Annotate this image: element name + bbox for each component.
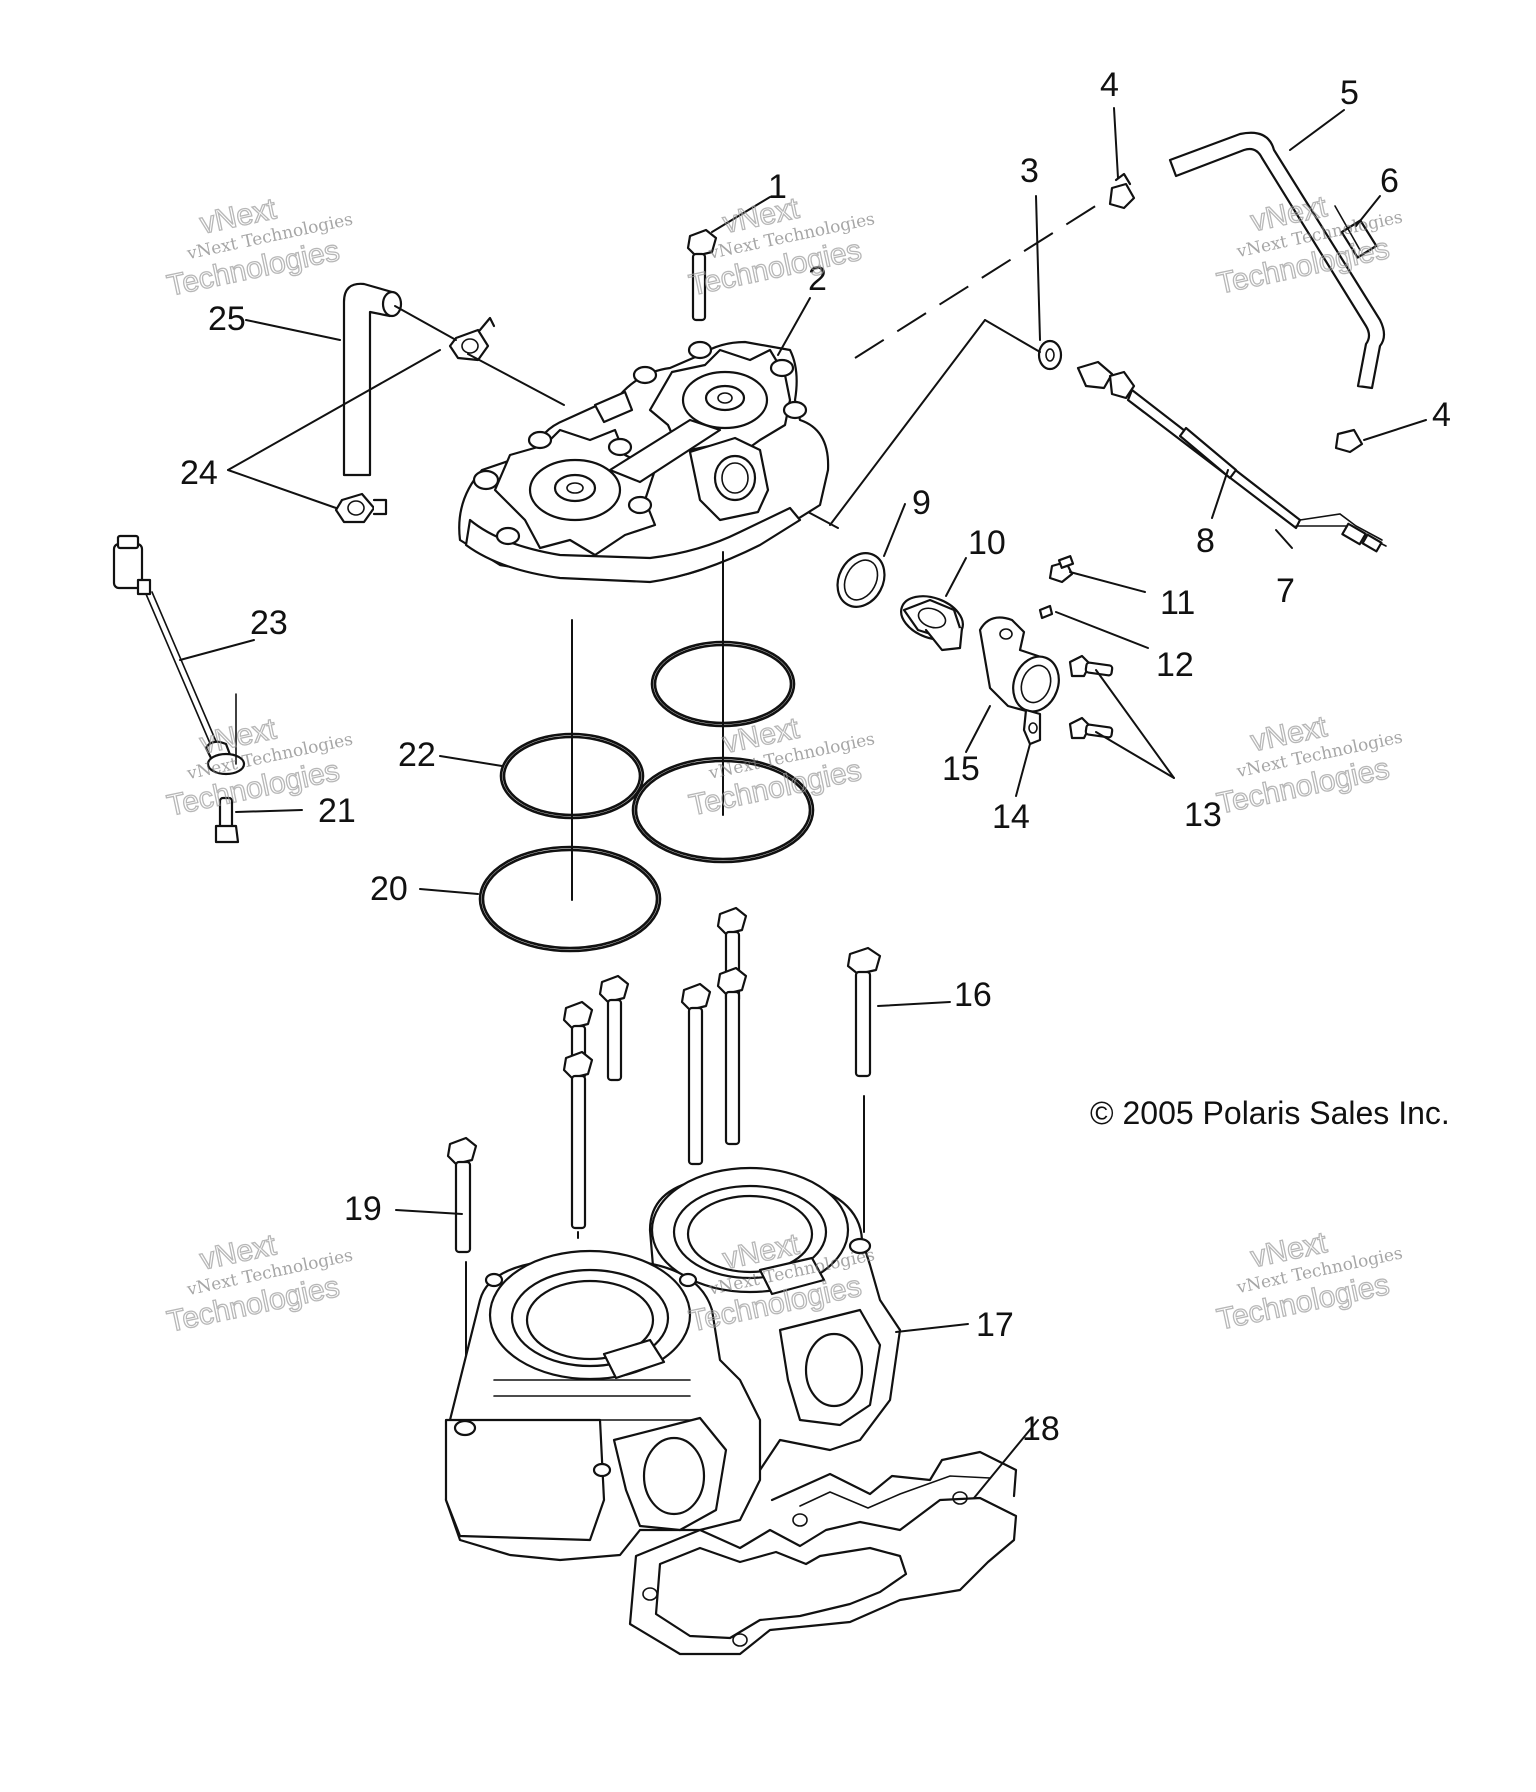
callout-8: 8	[1196, 522, 1215, 560]
callout-7: 7	[1276, 572, 1295, 610]
o-ring-inner	[481, 848, 659, 950]
leader-lines	[179, 107, 1427, 1499]
watermark: vNext vNext Technologies Technologies	[686, 191, 877, 303]
washer-hole	[1045, 348, 1055, 362]
sealing-washer	[1037, 339, 1063, 371]
callout-16: 16	[954, 976, 992, 1014]
cylinder-block	[444, 1166, 902, 1562]
watermark: vNext vNext Technologies Technologies	[1213, 1225, 1404, 1337]
callout-18: 18	[1022, 1410, 1060, 1448]
callout-4-right: 4	[1432, 396, 1451, 434]
bypass-hose	[1168, 131, 1386, 390]
callout-9: 9	[912, 484, 931, 522]
hose-route-dash	[854, 199, 1106, 359]
temperature-sender	[112, 534, 246, 776]
gasket-inner	[843, 559, 879, 601]
cylinder-bolt	[562, 1050, 594, 1230]
callout-23: 23	[250, 604, 288, 642]
watermark: vNext vNext Technologies Technologies	[686, 711, 877, 823]
hose-clamp	[334, 492, 388, 524]
cylinder-bolt	[716, 966, 748, 1146]
hose-clamp	[448, 316, 496, 362]
callout-labels: 1 2 3 4 5 6 4 7 8 9 10 11 12 13 14 15 16…	[180, 66, 1451, 1448]
callout-12: 12	[1156, 646, 1194, 684]
callout-13: 13	[1184, 796, 1222, 834]
head-bolt	[686, 228, 718, 322]
route-line	[467, 353, 565, 406]
thermostat	[900, 595, 964, 652]
callout-17: 17	[976, 1306, 1014, 1344]
callout-20: 20	[370, 870, 408, 908]
watermark: vNext vNext Technologies Technologies	[164, 1228, 355, 1340]
callout-24: 24	[180, 454, 218, 492]
o-ring	[478, 845, 662, 953]
watermark: vNext vNext Technologies Technologies	[686, 1227, 877, 1339]
callout-4-top: 4	[1100, 66, 1119, 104]
temperature-sensor-harness	[1076, 360, 1387, 553]
callout-14: 14	[992, 798, 1030, 836]
copyright-notice: © 2005 Polaris Sales Inc.	[1090, 1095, 1450, 1131]
bleed-screw	[1048, 555, 1075, 584]
watermark: vNext vNext Technologies Technologies	[164, 192, 355, 304]
callout-21: 21	[318, 792, 356, 830]
route-line	[829, 319, 986, 526]
cylinder-bolt	[598, 974, 630, 1082]
thermostat-housing	[978, 616, 1060, 714]
cylinder-head	[458, 340, 830, 584]
callout-1: 1	[768, 168, 787, 206]
ground-bracket	[1022, 708, 1042, 746]
route-line	[394, 305, 457, 341]
housing-bolt	[1068, 654, 1114, 678]
cylinder-bolt	[680, 982, 712, 1166]
hose	[342, 282, 403, 477]
route-line	[984, 319, 1041, 353]
callout-3: 3	[1020, 152, 1039, 190]
watermark: vNext vNext Technologies Technologies	[1213, 709, 1404, 821]
callout-11: 11	[1160, 584, 1195, 622]
cylinder-bolt	[846, 946, 882, 1078]
base-gasket	[628, 1450, 1018, 1656]
hose-clamp-lower	[1334, 428, 1364, 454]
hose-clamp-upper	[1108, 172, 1136, 210]
thermostat-gasket	[836, 552, 886, 608]
callout-25: 25	[208, 300, 246, 338]
callout-5: 5	[1340, 74, 1359, 112]
sender-bolt	[214, 796, 240, 844]
cylinder-bolt-short	[446, 1136, 478, 1254]
callout-10: 10	[968, 524, 1006, 562]
callout-22: 22	[398, 736, 436, 774]
callout-15: 15	[942, 750, 980, 788]
callout-19: 19	[344, 1190, 382, 1228]
housing-bolt	[1068, 716, 1114, 740]
o-ring-small	[1038, 604, 1054, 620]
callout-6: 6	[1380, 162, 1399, 200]
callout-2: 2	[808, 260, 827, 298]
